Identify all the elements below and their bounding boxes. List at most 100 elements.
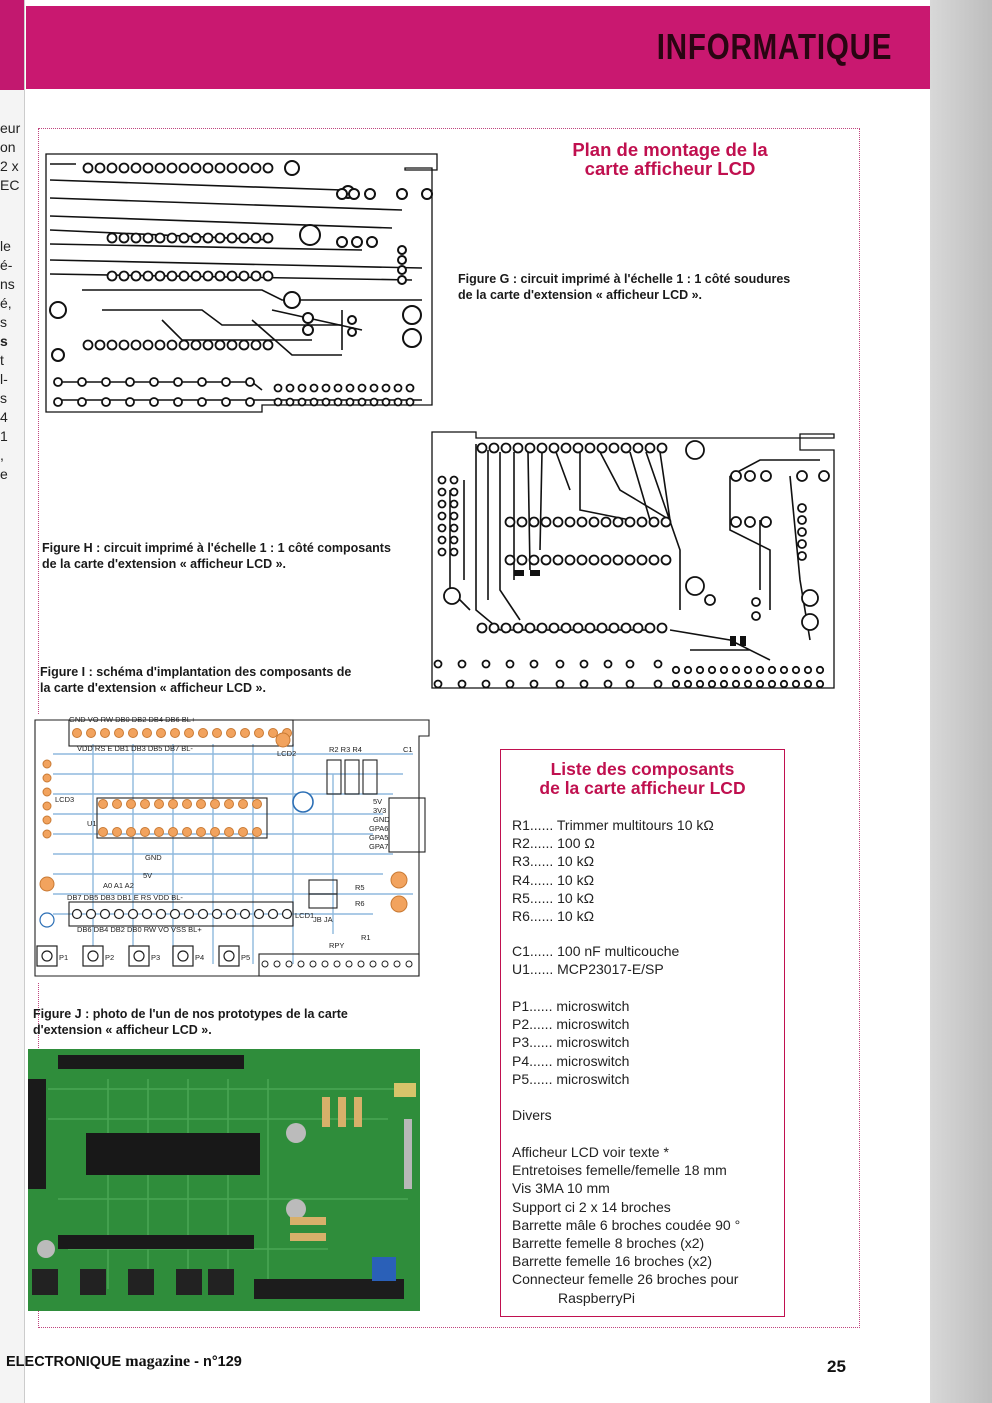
caption-line: de la carte d'extension « afficheur LCD … bbox=[458, 288, 703, 302]
label-address: A0 A1 A2 bbox=[103, 881, 134, 890]
list-item: Barrette femelle 16 broches (x2) bbox=[512, 1253, 712, 1270]
text-fragment: t bbox=[0, 352, 4, 368]
label-top-row: GND VO RW DB0 DB2 DB4 DB6 BL+ bbox=[69, 715, 196, 724]
figure-h-pcb bbox=[430, 430, 840, 694]
text-fragment: é, bbox=[0, 295, 12, 311]
footer-magazine-word: magazine bbox=[125, 1353, 191, 1370]
label-gpio-1: 3V3 bbox=[373, 806, 386, 815]
implantation-diagram: GND VO RW DB0 DB2 DB4 DB6 BL+ VDD RS E D… bbox=[34, 715, 430, 977]
label-switch-p2: P2 bbox=[105, 953, 114, 962]
label-switch-p3: P3 bbox=[151, 953, 160, 962]
component-list-title-line: Liste des composants bbox=[550, 759, 735, 779]
list-item: C1...... 100 nF multicouche bbox=[512, 943, 680, 959]
label-bottom-row1: DB7 DB5 DB3 DB1 E RS VDD BL- bbox=[67, 893, 183, 902]
figure-h-caption: Figure H : circuit imprimé à l'échelle 1… bbox=[42, 540, 422, 572]
label-gpio-0: 5V bbox=[373, 797, 382, 806]
list-item: P3...... microswitch bbox=[512, 1034, 630, 1051]
label-switch-p4: P4 bbox=[195, 953, 204, 962]
pcb-component-side bbox=[431, 431, 835, 689]
resistor-list: R1...... Trimmer multitours 10 kΩ R2....… bbox=[512, 816, 714, 925]
component-list-title-line: de la carte afficheur LCD bbox=[539, 778, 746, 798]
component-list-title: Liste des composants de la carte affiche… bbox=[501, 760, 784, 798]
text-fragment: ns bbox=[0, 276, 15, 292]
label-switch-p5: P5 bbox=[241, 953, 250, 962]
figure-g-pcb bbox=[42, 150, 438, 414]
page-number: 25 bbox=[827, 1357, 846, 1376]
figure-i-implantation: GND VO RW DB0 DB2 DB4 DB6 BL+ VDD RS E D… bbox=[33, 714, 431, 982]
other-components-list: C1...... 100 nF multicouche U1...... MCP… bbox=[512, 942, 679, 978]
switch-list: P1...... microswitch P2...... microswitc… bbox=[512, 997, 629, 1088]
label-r1: R1 bbox=[361, 933, 371, 942]
caption-line: Figure H : circuit imprimé à l'échelle 1… bbox=[42, 541, 391, 555]
list-item: R2...... 100 Ω bbox=[512, 835, 595, 852]
caption-line: de la carte d'extension « afficheur LCD … bbox=[42, 557, 287, 571]
divers-list: Afficheur LCD voir texte * Entretoises f… bbox=[512, 1143, 740, 1307]
label-lcd3: LCD3 bbox=[55, 795, 74, 804]
figure-j-caption: Figure J : photo de l'un de nos prototyp… bbox=[33, 1006, 413, 1038]
list-item: RaspberryPi bbox=[558, 1289, 636, 1306]
header-band bbox=[26, 6, 930, 89]
list-item: R5...... 10 kΩ bbox=[512, 889, 595, 906]
list-item: Connecteur femelle 26 broches pour bbox=[512, 1271, 739, 1288]
list-item: Barrette femelle 8 broches (x2) bbox=[512, 1235, 705, 1252]
prototype-photo bbox=[28, 1049, 420, 1311]
list-item: P2...... microswitch bbox=[512, 1016, 630, 1033]
label-gpio-4: GPA5 bbox=[369, 833, 388, 842]
plan-title: Plan de montage de la carte afficheur LC… bbox=[520, 140, 820, 178]
caption-line: Figure G : circuit imprimé à l'échelle 1… bbox=[458, 272, 791, 286]
caption-line: la carte d'extension « afficheur LCD ». bbox=[40, 681, 266, 695]
label-switch-p1: P1 bbox=[59, 953, 68, 962]
footer-magazine-name: ELECTRONIQUE bbox=[6, 1354, 122, 1370]
figure-j-photo bbox=[28, 1049, 420, 1311]
page-edge-right bbox=[930, 0, 992, 1403]
list-item: P5...... microswitch bbox=[512, 1070, 630, 1087]
previous-page-header bbox=[0, 0, 24, 90]
figure-g-caption: Figure G : circuit imprimé à l'échelle 1… bbox=[458, 271, 828, 303]
list-item: P4...... microswitch bbox=[512, 1052, 630, 1069]
label-5v: 5V bbox=[143, 871, 152, 880]
text-fragment: s bbox=[0, 314, 7, 330]
component-list-box: Liste des composants de la carte affiche… bbox=[500, 749, 785, 1317]
caption-line: Figure I : schéma d'implantation des com… bbox=[40, 665, 352, 679]
label-second-row: VDD RS E DB1 DB3 DB5 DB7 BL- bbox=[77, 744, 193, 753]
list-item: Entretoises femelle/femelle 18 mm bbox=[512, 1162, 727, 1179]
text-fragment: é- bbox=[0, 257, 13, 273]
previous-page-text: eur on 2 x EC le é- ns é, s s t l- s 4 1… bbox=[0, 120, 24, 485]
text-fragment: le bbox=[0, 238, 11, 254]
plan-title-line: Plan de montage de la bbox=[572, 139, 768, 160]
list-item: P1...... microswitch bbox=[512, 998, 630, 1014]
label-rpy: RPY bbox=[329, 941, 344, 950]
label-bottom-row2: DB6 DB4 DB2 DB0 RW VO VSS BL+ bbox=[77, 925, 202, 934]
label-gpio-5: GPA7 bbox=[369, 842, 388, 851]
text-fragment: e bbox=[0, 466, 8, 482]
text-fragment: l- bbox=[0, 371, 8, 387]
label-r5: R5 bbox=[355, 883, 365, 892]
label-lcd1: LCD1 bbox=[295, 911, 314, 920]
label-c1: C1 bbox=[403, 745, 413, 754]
text-fragment bbox=[0, 196, 24, 236]
footer-issue: - n°129 bbox=[194, 1354, 242, 1370]
label-u1: U1 bbox=[87, 819, 97, 828]
text-fragment: , bbox=[0, 447, 4, 463]
text-fragment: 2 x bbox=[0, 158, 19, 174]
text-fragment: s bbox=[0, 390, 7, 406]
text-fragment: 1 bbox=[0, 428, 8, 444]
list-item: R1...... Trimmer multitours 10 kΩ bbox=[512, 817, 714, 833]
caption-line: d'extension « afficheur LCD ». bbox=[33, 1023, 212, 1037]
previous-page-edge: eur on 2 x EC le é- ns é, s s t l- s 4 1… bbox=[0, 0, 25, 1403]
text-fragment: eur bbox=[0, 120, 21, 136]
label-gpio-3: GPA6 bbox=[369, 824, 388, 833]
text-fragment: EC bbox=[0, 177, 20, 193]
plan-title-line: carte afficheur LCD bbox=[584, 158, 756, 179]
label-r-top: R2 R3 R4 bbox=[329, 745, 362, 754]
list-item: Barrette mâle 6 broches coudée 90 ° bbox=[512, 1216, 741, 1233]
section-title: INFORMATIQUE bbox=[656, 26, 892, 67]
footer-magazine: ELECTRONIQUE magazine - n°129 bbox=[6, 1353, 242, 1371]
list-item: Support ci 2 x 14 broches bbox=[512, 1198, 671, 1215]
text-fragment: s bbox=[0, 333, 8, 349]
label-gpio-2: GND bbox=[373, 815, 390, 824]
figure-i-caption: Figure I : schéma d'implantation des com… bbox=[40, 664, 420, 696]
list-item: U1...... MCP23017-E/SP bbox=[512, 961, 664, 978]
label-r6: R6 bbox=[355, 899, 365, 908]
label-lcd2: LCD2 bbox=[277, 749, 296, 758]
